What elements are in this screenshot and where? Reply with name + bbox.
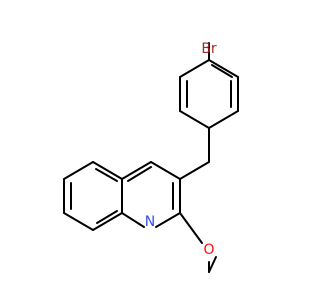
bond-line (121, 212, 145, 228)
bond-line (127, 166, 152, 182)
bond-line (92, 212, 123, 231)
bond-line (63, 161, 94, 180)
bond-lines (63, 42, 239, 273)
bond-line (179, 59, 210, 78)
bond-line (179, 110, 210, 129)
bond-line (150, 161, 181, 180)
bond-line (179, 212, 203, 244)
bond-line (208, 256, 217, 273)
bond-line (208, 110, 239, 129)
bond-line (211, 64, 233, 78)
bond-line (208, 59, 239, 78)
bond-line (92, 161, 123, 180)
bond-line (179, 161, 210, 180)
bond-line (63, 212, 94, 231)
molecule-structure-diagram: Br N O (63, 41, 239, 273)
bond-line (95, 168, 118, 182)
bond-line (96, 210, 118, 224)
bond-line (155, 212, 181, 228)
nitrogen-atom-label: N (145, 214, 155, 230)
bond-line (121, 161, 152, 180)
oxygen-atom-label: O (203, 242, 214, 258)
bromine-atom-label: Br (201, 41, 217, 57)
